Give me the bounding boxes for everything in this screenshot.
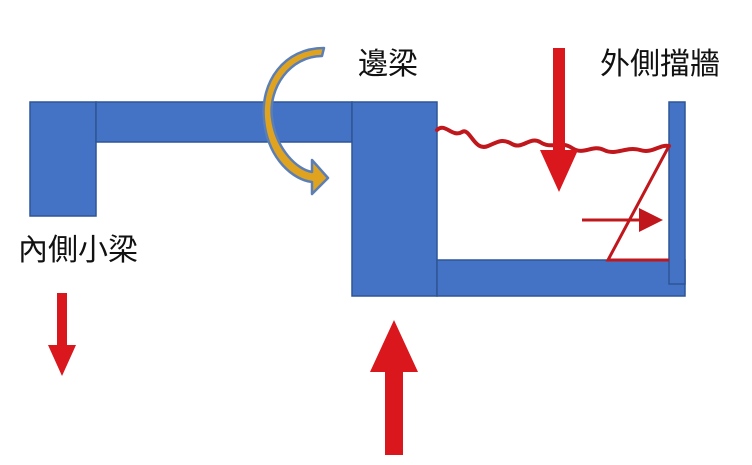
bottom-slab: [436, 259, 686, 297]
floor-slab: [95, 101, 353, 143]
inner-small-beam: [29, 101, 97, 217]
edge-beam-label: 邊梁: [358, 47, 418, 82]
edge-beam: [351, 101, 438, 297]
curved-arrow-icon: [262, 46, 330, 196]
outer-parapet-label: 外側擋牆: [600, 47, 720, 82]
arrow-down-icon: [540, 48, 578, 192]
soil-surface-line: [435, 125, 671, 154]
outer-parapet-wall: [668, 101, 686, 285]
arrow-up-icon: [370, 320, 418, 455]
inner-small-beam-label: 內側小梁: [18, 233, 138, 268]
earth-pressure-triangle: [605, 145, 671, 262]
arrow-down-small-icon: [48, 293, 76, 376]
